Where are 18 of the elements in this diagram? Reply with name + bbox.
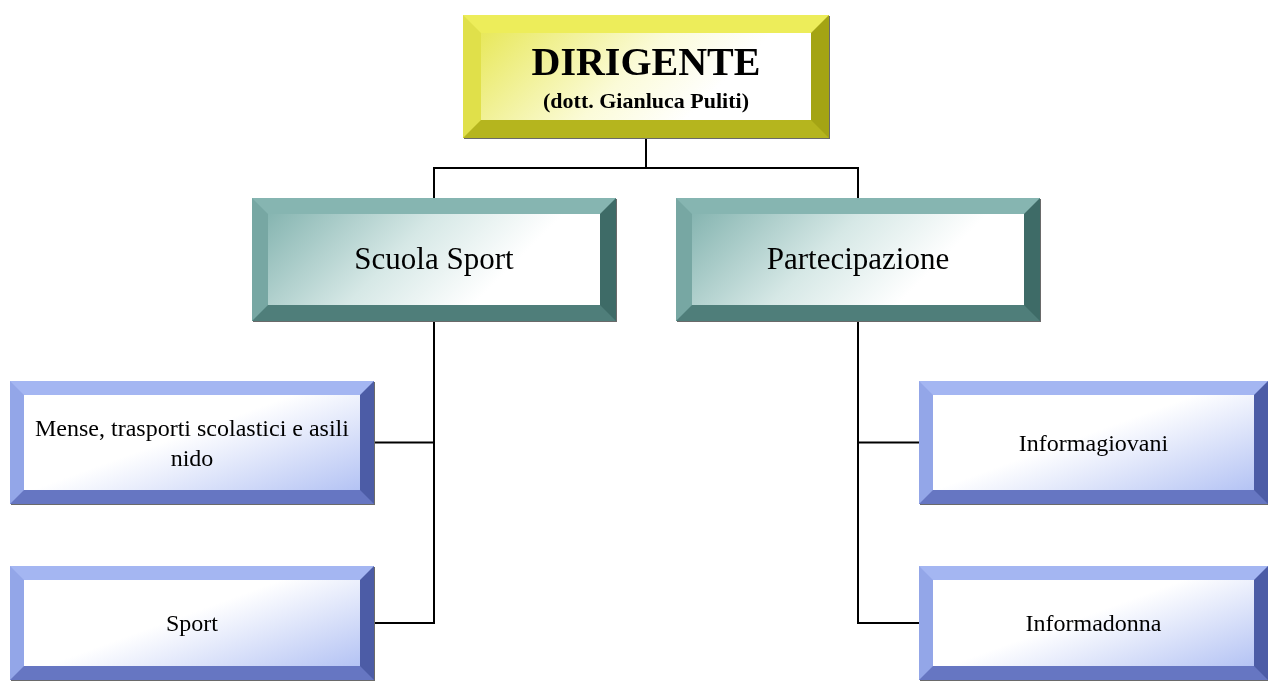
org-box: [676, 198, 1040, 321]
box-title: Partecipazione: [765, 240, 951, 279]
box-title: Informadonna: [1024, 609, 1163, 638]
org-box: [10, 566, 374, 680]
org-box: [252, 198, 616, 321]
connector-line: [645, 137, 859, 199]
box-title: Informagiovani: [1017, 428, 1170, 458]
connector-line: [857, 320, 920, 624]
org-box: [919, 566, 1268, 680]
box-title: Scuola Sport: [353, 240, 515, 279]
box-title: DIRIGENTE: [530, 38, 762, 87]
connector-line: [373, 320, 435, 624]
org-box: [463, 15, 829, 138]
box-subtitle: (dott. Gianluca Puliti): [543, 87, 749, 116]
org-box: [10, 381, 374, 504]
box-title: Mense, trasporti scolastici e asili nido: [34, 413, 350, 473]
org-box: [919, 381, 1268, 504]
box-title: Sport: [165, 609, 219, 638]
